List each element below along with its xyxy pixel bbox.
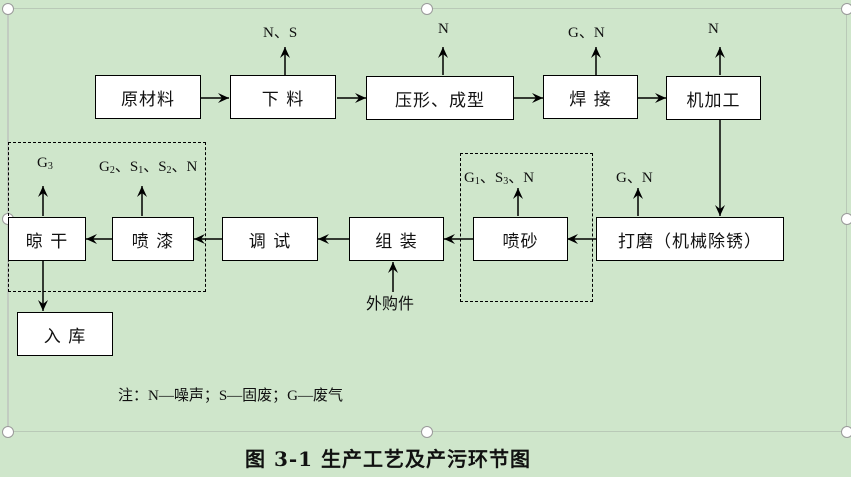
emission-label-sandblasting: G1、S3、N [464, 170, 535, 187]
emission-label-grinding: G、N [616, 170, 653, 186]
subscript: 1 [138, 165, 144, 176]
step-welding: 焊 接 [543, 75, 638, 119]
legend-note: 注：N—噪声；S—固废；G—废气 [118, 388, 344, 404]
resize-handle-top-left[interactable] [2, 3, 14, 15]
external-parts-label: 外购件 [366, 294, 415, 313]
subscript: 3 [47, 161, 53, 172]
emission-label-drying: G3 [37, 155, 53, 172]
emission-label-machining: N [708, 21, 719, 37]
figure-caption: 图 3-1 生产工艺及产污环节图 [245, 447, 532, 471]
step-raw-material: 原材料 [95, 75, 201, 119]
emission-label-blanking: N、S [263, 25, 298, 41]
subscript: 2 [109, 165, 115, 176]
resize-handle-top-right[interactable] [841, 3, 851, 15]
emission-label-painting: G2、S1、S2、N [99, 159, 198, 176]
emission-label-pressing: N [438, 21, 449, 37]
subscript: 3 [503, 176, 509, 187]
step-debugging: 调 试 [222, 217, 318, 261]
step-blanking: 下 料 [230, 75, 336, 119]
step-grinding: 打磨（机械除锈） [596, 217, 784, 261]
resize-handle-bottom-middle[interactable] [421, 426, 433, 438]
emission-label-welding: G、N [568, 25, 605, 41]
step-assembly: 组 装 [349, 217, 444, 261]
step-drying: 晾 干 [8, 217, 86, 261]
step-machining: 机加工 [666, 76, 761, 120]
step-warehousing: 入 库 [17, 312, 113, 356]
resize-handle-bottom-left[interactable] [2, 426, 14, 438]
subscript: 2 [166, 165, 172, 176]
resize-handle-middle-right[interactable] [841, 213, 851, 225]
step-sandblasting: 喷砂 [473, 217, 568, 261]
resize-handle-top-middle[interactable] [421, 3, 433, 15]
subscript: 1 [474, 176, 480, 187]
step-painting: 喷 漆 [112, 217, 194, 261]
sandblasting-group [460, 153, 593, 302]
step-pressing: 压形、成型 [366, 76, 514, 120]
resize-handle-bottom-right[interactable] [841, 426, 851, 438]
